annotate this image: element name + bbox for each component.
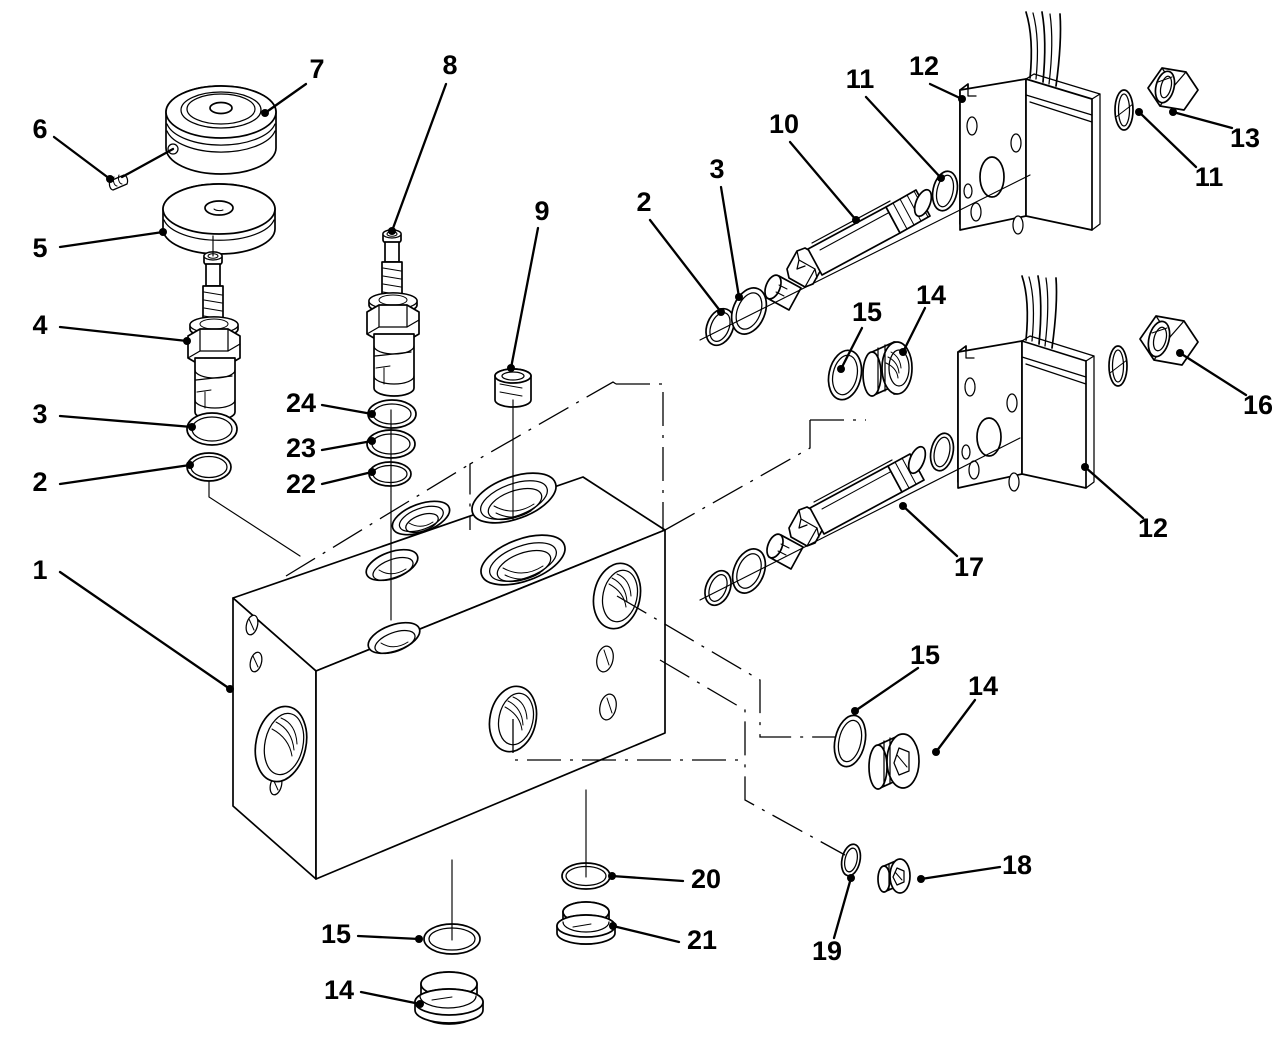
part-solenoid-valve-cartridge-upper	[764, 188, 933, 311]
callout-14a: 14	[916, 280, 946, 310]
part-o-ring-backup-large	[367, 399, 417, 429]
callout-21: 21	[687, 925, 717, 955]
part-coil-retaining-nut-upper	[1147, 67, 1199, 111]
part-adjustment-knob-cap	[165, 85, 277, 175]
callout-4: 4	[32, 310, 47, 340]
part-o-ring-coil-lower-rear	[1108, 345, 1128, 387]
callout-3b: 3	[709, 154, 724, 184]
part-o-ring-small-upper	[705, 307, 735, 347]
callout-22: 22	[286, 469, 316, 499]
part-o-ring-large-cartridge-lower	[731, 548, 767, 594]
part-o-ring-pipe-plug	[840, 843, 862, 877]
callout-15a: 15	[852, 297, 882, 327]
callout-8: 8	[442, 50, 457, 80]
part-bottom-port-plug	[414, 971, 484, 1025]
part-o-ring-backup-small	[368, 461, 412, 487]
part-pipe-plug-small	[877, 858, 911, 894]
callout-12a: 12	[909, 51, 939, 81]
part-spring-seat-disc	[162, 183, 276, 255]
part-solenoid-coil-lower	[957, 275, 1095, 492]
part-o-ring-large-left	[186, 412, 238, 446]
part-o-ring-coil-upper-rear	[1114, 89, 1134, 131]
callout-17: 17	[954, 552, 984, 582]
callout-6: 6	[32, 114, 47, 144]
part-cartridge-valve-right	[366, 229, 420, 397]
callout-23: 23	[286, 433, 316, 463]
callout-leaders	[52, 82, 1248, 1008]
callout-7: 7	[309, 54, 324, 84]
part-o-ring-port-plug-right	[833, 714, 867, 768]
assembly-centerlines	[208, 174, 1031, 941]
drawing-artwork: 1 2 3 4 5 6 7 8 9 10 11 12 13 11 2 3 14 …	[32, 11, 1273, 1025]
callout-9: 9	[534, 196, 549, 226]
part-o-ring-coil-upper-front	[931, 170, 959, 212]
callout-10: 10	[769, 109, 799, 139]
callout-3a: 3	[32, 399, 47, 429]
part-o-ring-coil-lower-front	[929, 432, 955, 472]
part-o-ring-port-plug-upper	[827, 349, 863, 401]
callout-11a: 11	[846, 64, 875, 94]
callout-14b: 14	[324, 975, 354, 1005]
callout-14c: 14	[968, 671, 998, 701]
callout-2a: 2	[32, 467, 47, 497]
callout-16: 16	[1243, 390, 1273, 420]
part-solenoid-coil-upper	[959, 11, 1101, 235]
callout-number-group: 1 2 3 4 5 6 7 8 9 10 11 12 13 11 2 3 14 …	[32, 50, 1273, 1005]
callout-18: 18	[1002, 850, 1032, 880]
callout-1: 1	[32, 555, 47, 585]
part-cartridge-valve-left	[187, 251, 241, 421]
part-manifold-block	[232, 472, 666, 880]
callout-19: 19	[812, 936, 842, 966]
part-vent-plug	[556, 901, 616, 945]
callout-12b: 12	[1138, 513, 1168, 543]
callout-15b: 15	[321, 919, 351, 949]
part-o-ring-small-left	[186, 452, 232, 482]
callout-5: 5	[32, 233, 47, 263]
callout-13: 13	[1230, 123, 1260, 153]
part-bushing-sleeve	[494, 368, 532, 408]
part-o-ring-small-cartridge-lower	[704, 569, 732, 607]
callout-20: 20	[691, 864, 721, 894]
callout-2b: 2	[636, 187, 651, 217]
callout-24: 24	[286, 388, 316, 418]
callout-15c: 15	[910, 640, 940, 670]
part-port-plug-right	[868, 733, 920, 790]
callout-11b: 11	[1195, 162, 1224, 192]
